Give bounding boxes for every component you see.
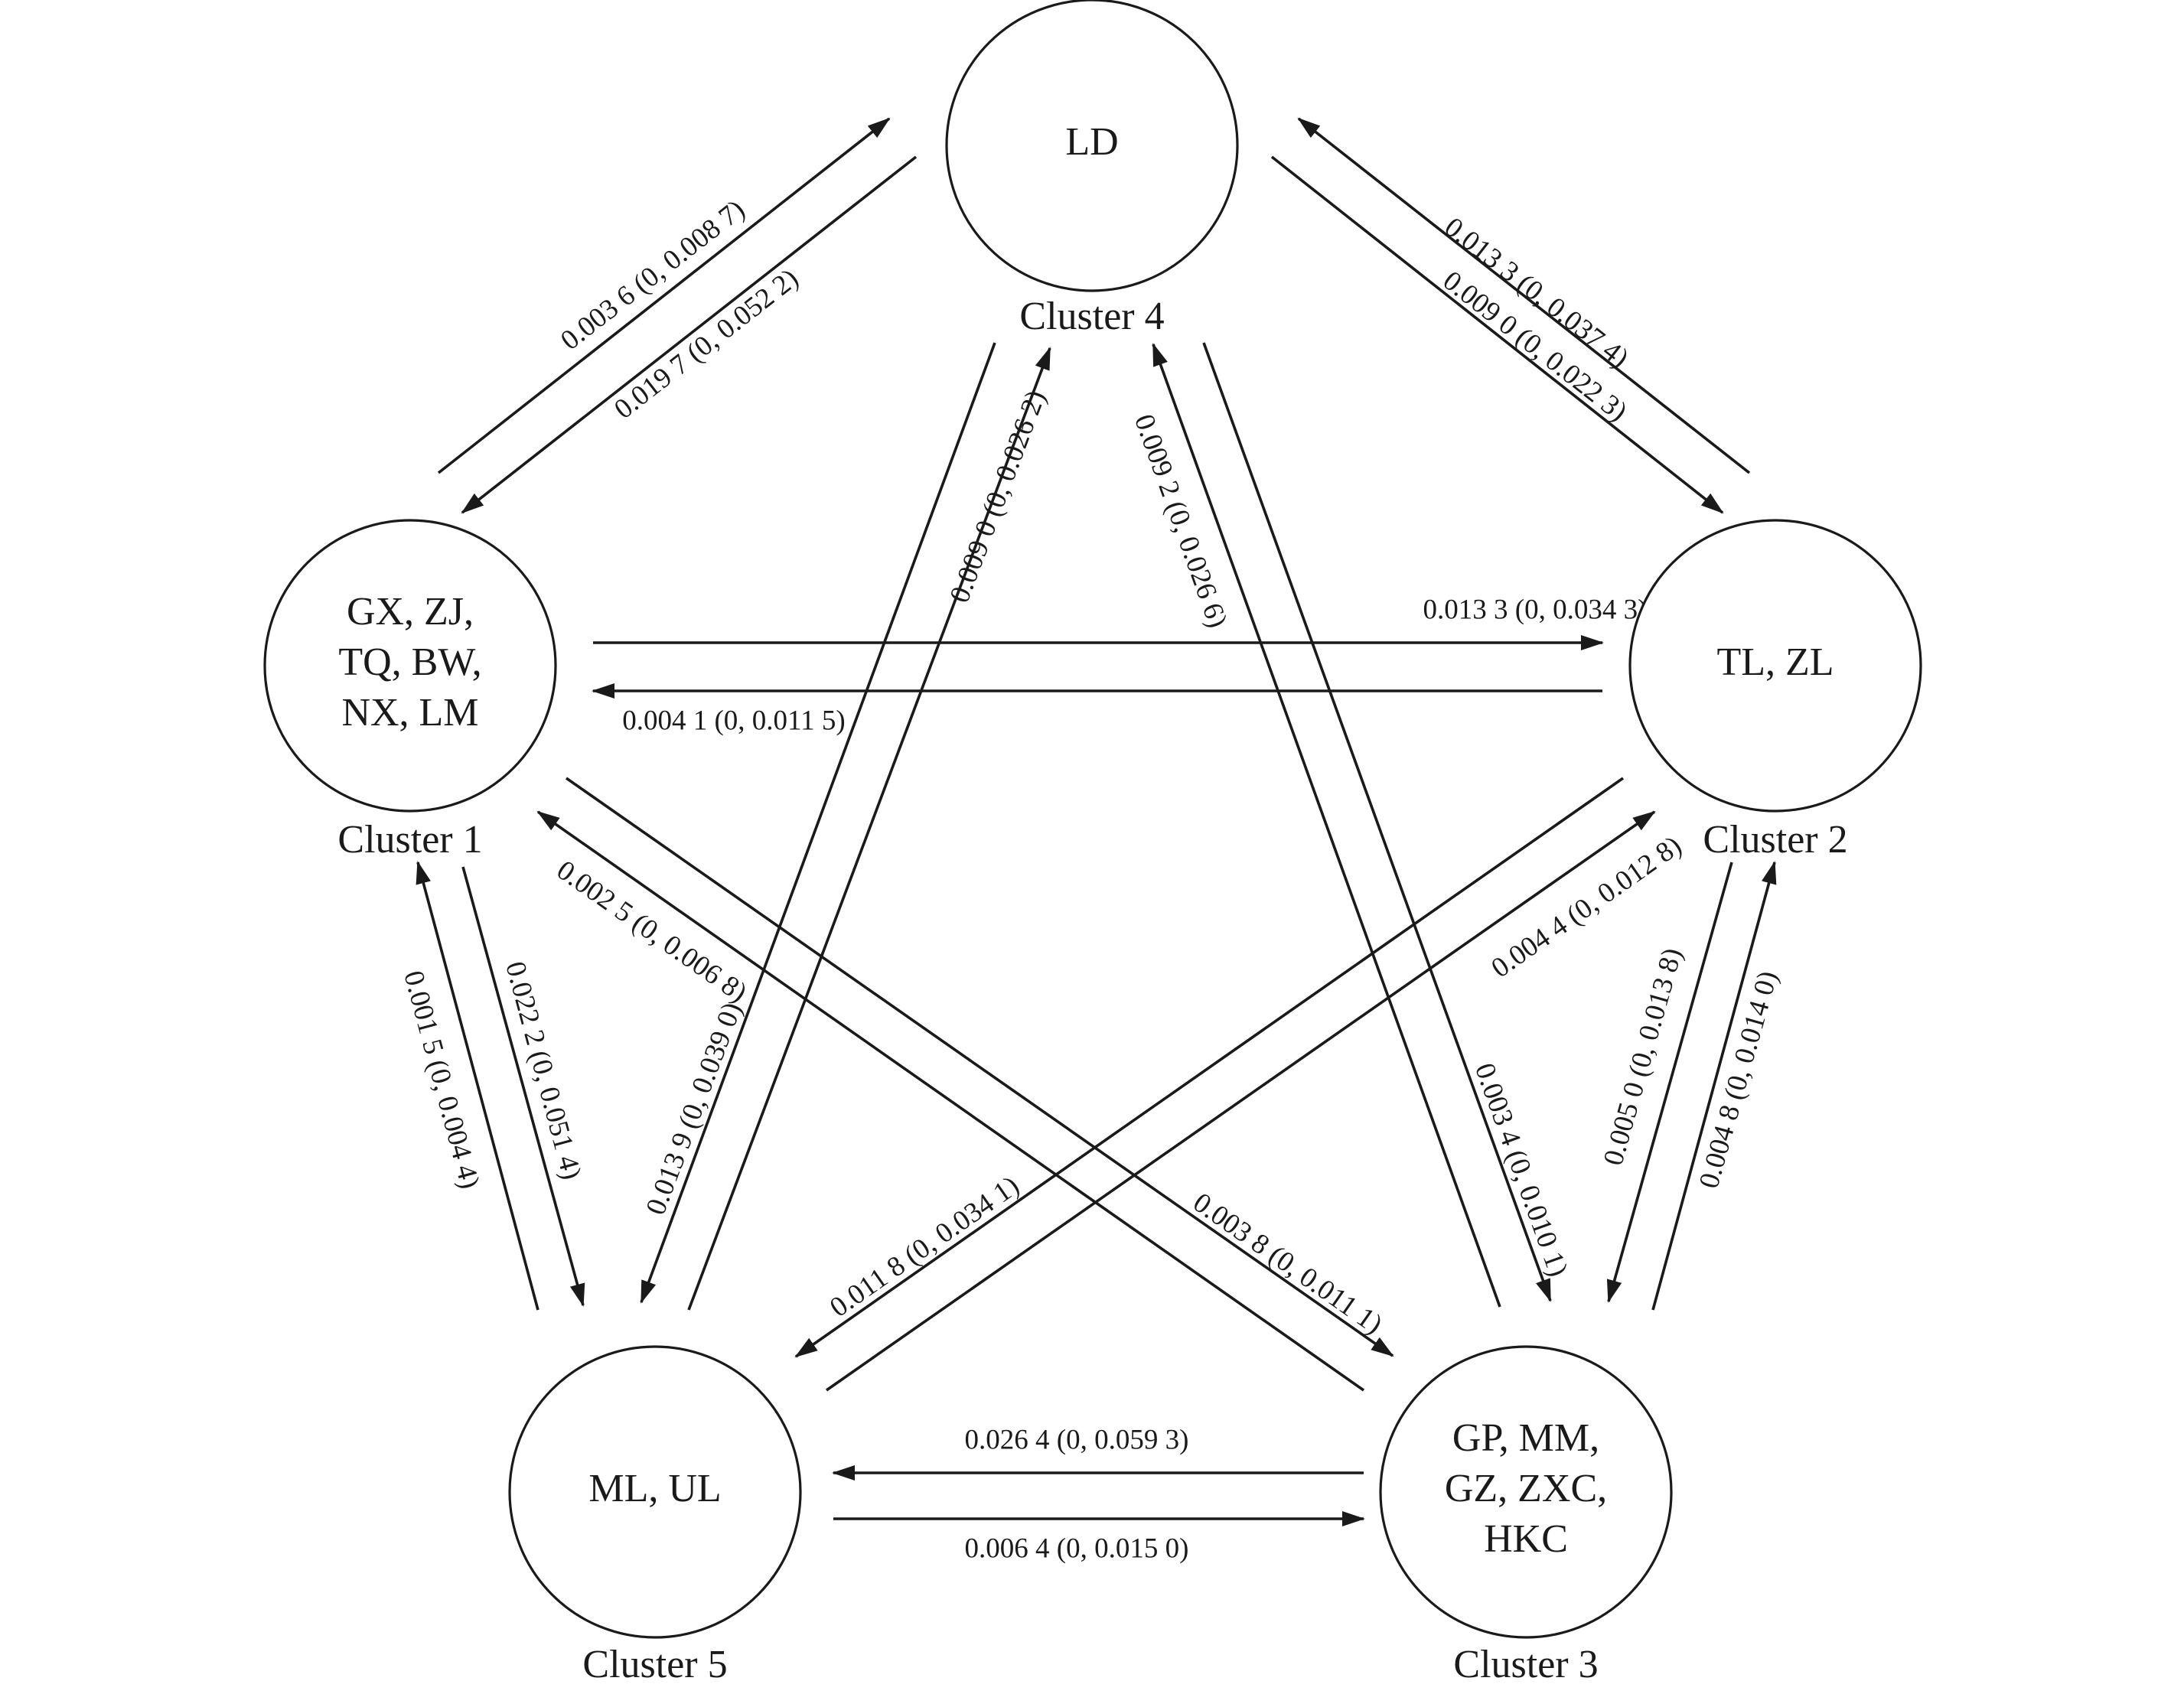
edge-label: 0.013 3 (0, 0.034 3) bbox=[1423, 594, 1648, 625]
node-member-text: GX, ZJ, bbox=[347, 590, 474, 634]
edge-label: 0.009 0 (0, 0.026 2) bbox=[944, 386, 1051, 608]
edge-c3-to-c4: 0.009 2 (0, 0.026 6) bbox=[1128, 343, 1501, 1308]
node-circle bbox=[1628, 519, 1922, 813]
edge-label: 0.006 4 (0, 0.015 0) bbox=[965, 1533, 1189, 1564]
edge-arrow bbox=[1651, 861, 1777, 1311]
edge-arrow bbox=[794, 777, 1625, 1358]
edge-label: 0.022 2 (0, 0.051 4) bbox=[499, 958, 587, 1183]
edge-c2-to-c1: 0.004 1 (0, 0.011 5) bbox=[592, 683, 1602, 736]
edge-c5-to-c4: 0.009 0 (0, 0.026 2) bbox=[687, 347, 1052, 1311]
edge-label: 0.004 1 (0, 0.011 5) bbox=[622, 705, 846, 736]
edge-c4-to-c1: 0.019 7 (0, 0.052 2) bbox=[461, 155, 918, 514]
edge-arrow bbox=[1297, 117, 1751, 474]
edge-arrow bbox=[1270, 155, 1724, 514]
edge-label: 0.002 5 (0, 0.006 8) bbox=[551, 855, 752, 1009]
node-member-text: ML, UL bbox=[588, 1467, 721, 1510]
node-member-text: TL, ZL bbox=[1716, 640, 1834, 684]
edge-label: 0.003 4 (0, 0.010 1) bbox=[1468, 1059, 1574, 1280]
edge-arrow bbox=[1202, 342, 1552, 1302]
node-circle bbox=[1379, 1345, 1673, 1639]
edge-c3-to-c2: 0.004 8 (0, 0.014 0) bbox=[1651, 861, 1785, 1311]
edge-c1-to-c3: 0.003 8 (0, 0.011 1) bbox=[565, 777, 1394, 1357]
edge-arrow bbox=[640, 342, 996, 1304]
edge-c1-to-c2: 0.013 3 (0, 0.034 3) bbox=[593, 594, 1648, 650]
node-circle bbox=[263, 519, 557, 813]
node-member-text: GP, MM, bbox=[1452, 1416, 1599, 1460]
edge-label: 0.001 5 (0, 0.004 4) bbox=[397, 967, 485, 1192]
node-c5: ML, UL Cluster 5 bbox=[508, 1345, 802, 1686]
node-circle bbox=[508, 1345, 802, 1639]
edge-label: 0.004 8 (0, 0.014 0) bbox=[1693, 968, 1785, 1192]
node-c4: LD Cluster 4 bbox=[945, 0, 1239, 338]
edge-c4-to-c3: 0.003 4 (0, 0.010 1) bbox=[1202, 342, 1574, 1302]
edge-c4-to-c2: 0.009 0 (0, 0.022 3) bbox=[1270, 155, 1724, 514]
edge-label: 0.005 0 (0, 0.013 8) bbox=[1598, 945, 1689, 1169]
edge-arrow bbox=[687, 347, 1051, 1311]
edge-label: 0.011 8 (0, 0.034 1) bbox=[824, 1170, 1025, 1324]
edge-c2-to-c4: 0.013 3 (0, 0.037 4) bbox=[1297, 117, 1751, 474]
edge-arrow bbox=[825, 810, 1656, 1392]
edge-arrow bbox=[536, 810, 1365, 1392]
edge-arrow bbox=[1152, 343, 1501, 1308]
nodes: LD Cluster 4 GX, ZJ, TQ, BW, NX, LM Cluster 1… bbox=[263, 0, 1922, 1686]
edge-c1-to-c4: 0.003 6 (0, 0.008 7) bbox=[437, 117, 891, 474]
node-c1: GX, ZJ, TQ, BW, NX, LM Cluster 1 bbox=[263, 519, 557, 862]
node-member-text: GZ, ZXC, bbox=[1445, 1467, 1607, 1510]
edge-arrow bbox=[416, 861, 539, 1311]
edge-arrow bbox=[1606, 862, 1733, 1303]
cluster-label: Cluster 2 bbox=[1703, 818, 1847, 862]
edge-arrow bbox=[461, 155, 918, 514]
node-circle bbox=[945, 0, 1239, 292]
edge-c2-to-c3: 0.005 0 (0, 0.013 8) bbox=[1598, 862, 1733, 1303]
edge-c1-to-c5: 0.022 2 (0, 0.051 4) bbox=[461, 866, 588, 1307]
edge-label: 0.026 4 (0, 0.059 3) bbox=[965, 1424, 1189, 1455]
node-c2: TL, ZL Cluster 2 bbox=[1628, 519, 1922, 862]
edge-arrow bbox=[461, 866, 585, 1307]
edge-label: 0.013 9 (0, 0.039 0) bbox=[640, 998, 748, 1220]
edge-arrow bbox=[565, 777, 1394, 1357]
node-member-text: LD bbox=[1065, 120, 1118, 164]
node-c3: GP, MM, GZ, ZXC, HKC Cluster 3 bbox=[1379, 1345, 1673, 1686]
edge-c3-to-c5: 0.026 4 (0, 0.059 3) bbox=[832, 1424, 1364, 1481]
cluster-label: Cluster 4 bbox=[1019, 295, 1164, 338]
cluster-label: Cluster 5 bbox=[582, 1643, 727, 1686]
edge-c4-to-c5: 0.013 9 (0, 0.039 0) bbox=[640, 342, 996, 1304]
node-member-text: TQ, BW, bbox=[338, 640, 481, 684]
cluster-label: Cluster 3 bbox=[1453, 1643, 1598, 1686]
node-member-text: NX, LM bbox=[341, 691, 478, 735]
cluster-label: Cluster 1 bbox=[337, 818, 482, 862]
node-member-text: HKC bbox=[1484, 1517, 1568, 1561]
edge-arrow bbox=[437, 117, 891, 474]
edge-c5-to-c3: 0.006 4 (0, 0.015 0) bbox=[833, 1511, 1365, 1564]
edge-c5-to-c1: 0.001 5 (0, 0.004 4) bbox=[397, 861, 539, 1311]
edge-label: 0.003 8 (0, 0.011 1) bbox=[1188, 1187, 1388, 1341]
edge-c5-to-c2: 0.004 4 (0, 0.012 8) bbox=[825, 810, 1687, 1392]
